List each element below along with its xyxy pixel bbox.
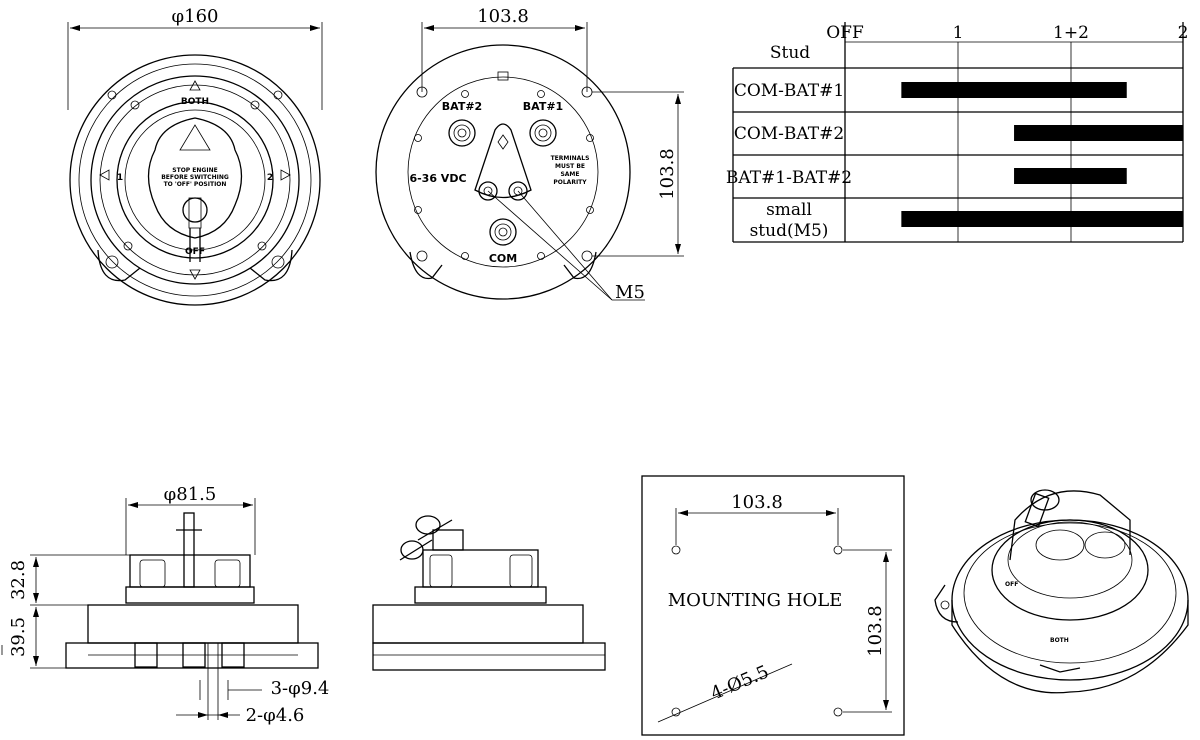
warning-line-2: BEFORE SWITCHING <box>161 174 229 181</box>
position-2: 2 <box>1178 23 1189 43</box>
row-label-com-bat2: COM-BAT#2 <box>734 124 844 144</box>
table-header-stud: Stud <box>770 43 810 63</box>
side-view: φ81.5 32.8 39.5 3-φ9. <box>8 484 329 726</box>
side-dim-39-5: 39.5 <box>8 617 29 657</box>
contact-bar-row-4 <box>901 211 1184 227</box>
selector-knob <box>147 117 243 239</box>
mounting-frame <box>641 475 905 736</box>
mounting-hole: 103.8 103.8 MOUNTING HOLE 4-Ø5.5 <box>641 475 905 736</box>
mount-holes-label: 4-Ø5.5 <box>708 661 772 704</box>
polarity-line-3: SAME <box>560 171 579 178</box>
arrow-left-icon <box>99 169 110 181</box>
position-off: OFF <box>826 23 864 43</box>
iso-label-both: BOTH <box>1050 637 1069 644</box>
terminal-bat2 <box>448 119 476 147</box>
hole-bottom-right <box>833 707 843 717</box>
mounting-title: MOUNTING HOLE <box>668 590 843 611</box>
hole-top-left <box>671 545 681 555</box>
row-label-stud-m5: stud(M5) <box>750 221 829 241</box>
hole-top-right <box>833 545 843 555</box>
front-label-1: 1 <box>117 173 123 183</box>
contact-bars <box>901 82 1184 227</box>
callout-m5: M5 <box>615 282 645 303</box>
front-label-both: BOTH <box>181 97 209 107</box>
row-label-bat1-bat2: BAT#1-BAT#2 <box>726 168 852 188</box>
rear-dim-height: 103.8 <box>657 148 678 200</box>
side-base-flange <box>65 642 319 669</box>
mount-dim-width: 103.8 <box>731 492 783 513</box>
contact-bar-row-1 <box>901 82 1127 98</box>
hole-bottom-left <box>671 707 681 717</box>
iso-key-icon <box>1024 492 1050 528</box>
side-dim-32-8: 32.8 <box>8 560 29 600</box>
contact-bar-row-2 <box>1014 125 1184 141</box>
warning-line-1: STOP ENGINE <box>172 167 217 174</box>
mount-dim-height: 103.8 <box>865 605 886 657</box>
warning-line-3: TO 'OFF' POSITION <box>164 181 227 188</box>
terminal-bat1 <box>529 119 557 147</box>
contact-bar-row-3 <box>1014 168 1127 184</box>
polarity-line-4: POLARITY <box>553 179 587 186</box>
arrow-right-icon <box>280 169 291 181</box>
side-dim-phi81-5: φ81.5 <box>164 484 217 505</box>
rear-label-bat1: BAT#1 <box>523 100 563 113</box>
rear-label-com: COM <box>489 252 517 265</box>
row-label-com-bat1: COM-BAT#1 <box>734 81 844 101</box>
isometric-view: OFF BOTH <box>934 489 1189 694</box>
row-label-small: small <box>766 200 812 220</box>
polarity-line-2: MUST BE <box>555 163 585 170</box>
rear-label-voltage: 6-36 VDC <box>409 172 466 185</box>
rear-view: 103.8 103.8 BAT#2 BAT#1 6-36 VDC COM TER… <box>375 6 684 303</box>
polarity-line-1: TERMINALS <box>551 155 590 162</box>
front-label-2: 2 <box>267 173 273 183</box>
position-table: Stud OFF 1 1+2 2 COM-BAT#1 COM-BAT#2 BAT… <box>726 22 1189 243</box>
key-head-icon <box>432 529 464 551</box>
terminal-com <box>489 218 517 246</box>
side-dim-studs-small: 2-φ4.6 <box>246 705 305 726</box>
position-1: 1 <box>953 23 964 43</box>
arrow-up-icon <box>189 80 201 91</box>
front-label-off: OFF <box>185 247 205 257</box>
arrow-down-icon <box>189 269 201 280</box>
dim-phi160-label: φ160 <box>172 6 219 27</box>
key-ring-icon <box>415 515 441 535</box>
position-1-plus-2: 1+2 <box>1053 23 1089 43</box>
front-view: φ160 BOTH 1 2 OFF STOP ENGINE BEFOR <box>67 6 323 306</box>
rear-dim-width: 103.8 <box>477 6 529 27</box>
side-dim-studs-large: 3-φ9.4 <box>271 678 330 699</box>
key-lock-icon <box>182 197 208 223</box>
rear-label-bat2: BAT#2 <box>442 100 482 113</box>
iso-label-off: OFF <box>1005 581 1018 588</box>
side-view-key <box>372 515 606 671</box>
